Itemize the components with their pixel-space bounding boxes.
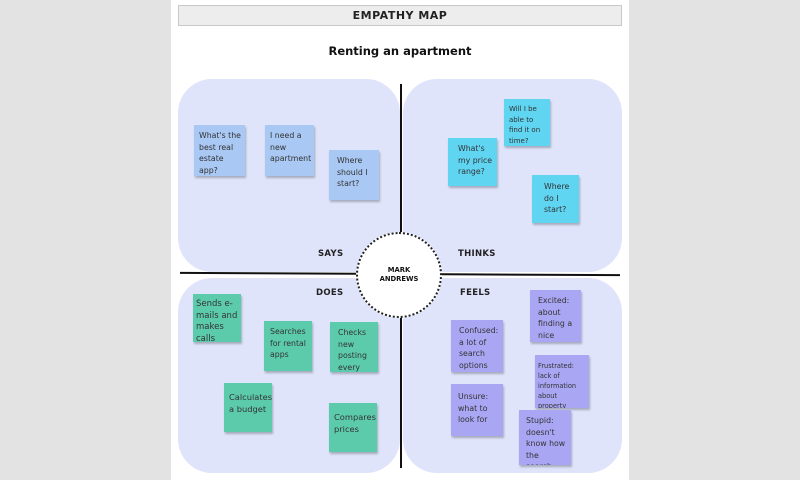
says-label: SAYS xyxy=(318,249,344,259)
map-subtitle: Renting an apartment xyxy=(328,44,472,58)
sticky-note-feels-5[interactable]: Stupid: doesn't know how the search work… xyxy=(519,410,571,465)
sticky-note-feels-4[interactable]: Unsure: what to look for xyxy=(451,384,503,436)
sticky-note-thinks-1[interactable]: Will I be able to find it on time? xyxy=(504,99,550,146)
persona-name: MARK ANDREWS xyxy=(379,266,419,283)
sticky-note-feels-2[interactable]: Confused: a lot of search options xyxy=(451,320,503,372)
sticky-note-feels-3[interactable]: Frustrated: lack of information about pr… xyxy=(535,355,589,408)
page-title: EMPATHY MAP xyxy=(178,5,622,26)
does-label: DOES xyxy=(316,288,344,298)
sticky-note-feels-1[interactable]: Excited: about finding a nice place xyxy=(530,290,581,342)
sticky-note-thinks-3[interactable]: Where do I start? xyxy=(532,175,579,223)
feels-label: FEELS xyxy=(460,288,491,298)
sticky-note-does-4[interactable]: Calculates a budget xyxy=(224,383,272,432)
thinks-label: THINKS xyxy=(458,249,496,259)
sticky-note-does-3[interactable]: Checks new posting every day xyxy=(330,322,378,372)
sticky-note-does-1[interactable]: Sends e-mails and makes calls xyxy=(193,294,241,342)
sticky-note-thinks-2[interactable]: What's my price range? xyxy=(448,138,497,186)
sticky-note-says-2[interactable]: I need a new apartment xyxy=(265,125,314,176)
sticky-note-does-5[interactable]: Compares prices xyxy=(329,403,377,452)
sticky-note-says-3[interactable]: Where should I start? xyxy=(329,150,379,200)
sticky-note-does-2[interactable]: Searches for rental apps xyxy=(264,321,312,371)
persona-circle: MARK ANDREWS xyxy=(356,232,442,318)
feels-quadrant xyxy=(403,278,622,473)
empathy-map-board: EMPATHY MAP Renting an apartment SAYS TH… xyxy=(171,0,629,480)
sticky-note-says-1[interactable]: What's the best real estate app? xyxy=(194,125,245,176)
